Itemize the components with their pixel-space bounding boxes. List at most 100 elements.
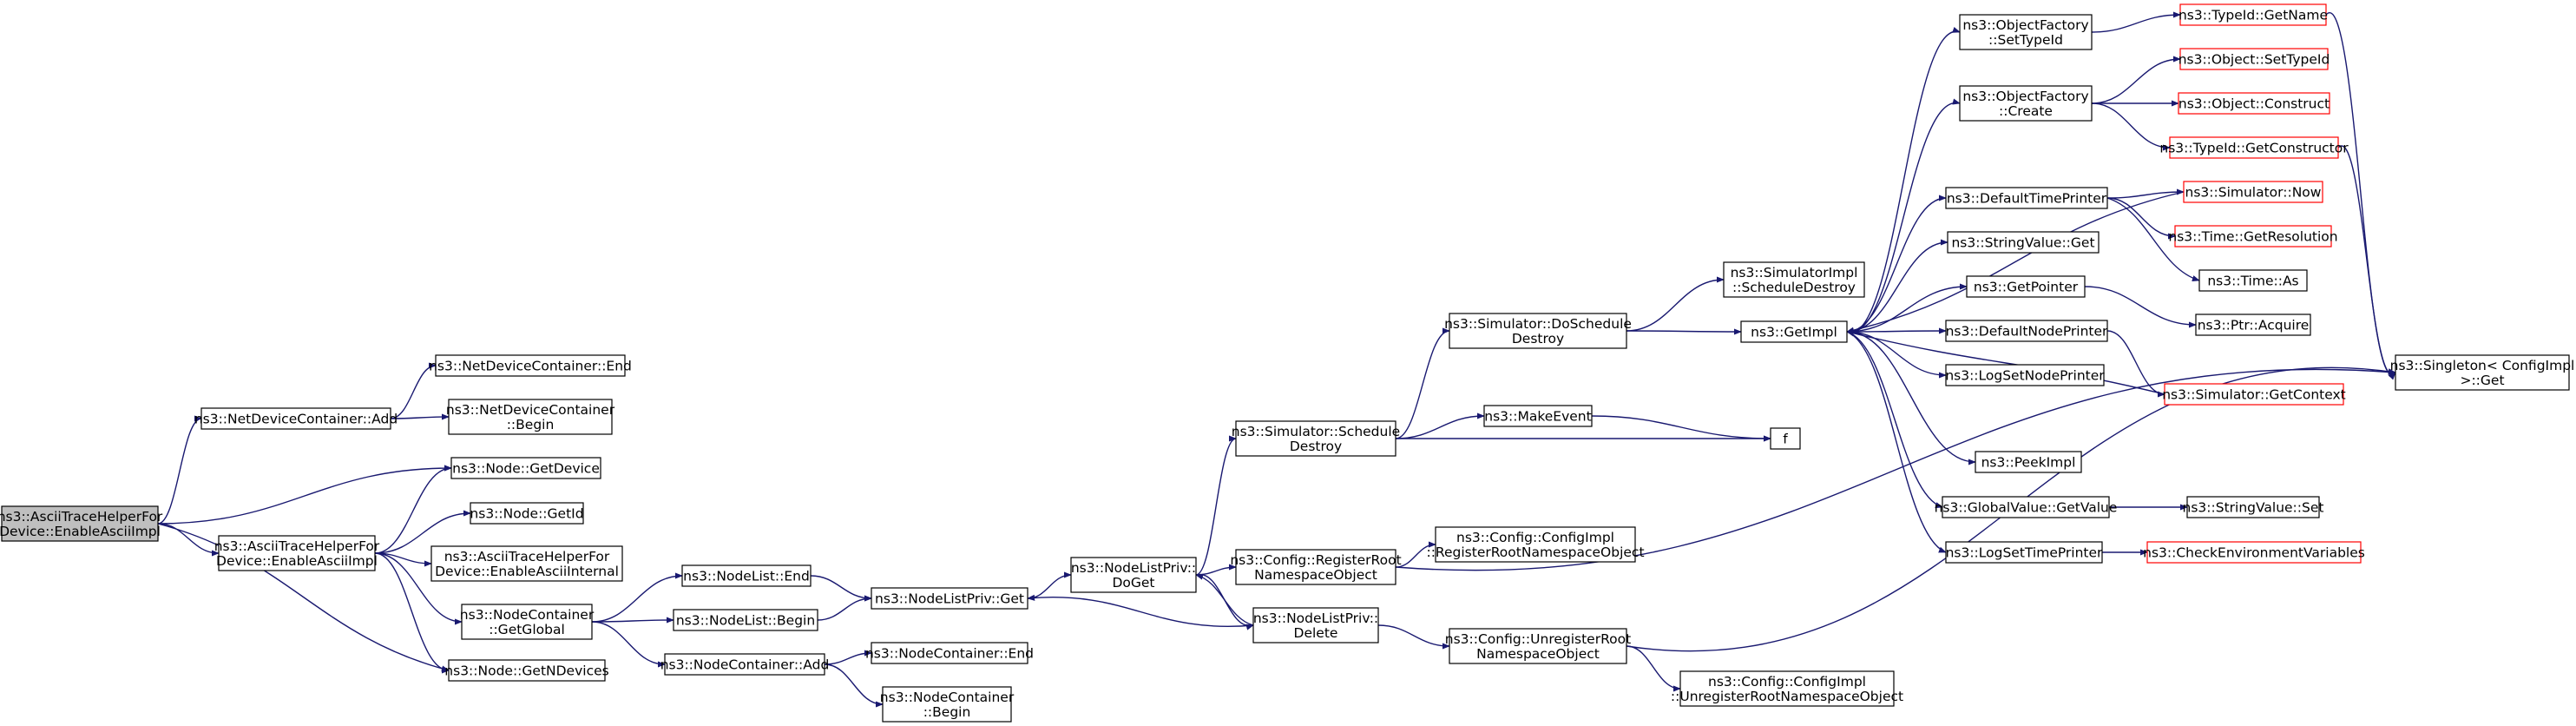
edges bbox=[157, 11, 2396, 708]
graph-node-of-settype[interactable]: ns3::ObjectFactory::SetTypeId bbox=[1959, 14, 2093, 50]
graph-node-lstp[interactable]: ns3::LogSetTimePrinter bbox=[1945, 541, 2103, 564]
graph-node-ndc-begin[interactable]: ns3::NetDeviceContainer::Begin bbox=[446, 399, 615, 435]
graph-node-tid-ctor[interactable]: ns3::TypeId::GetConstructor bbox=[2159, 136, 2349, 159]
edge-n-cfg-reg-to-n-cfgimpl-reg bbox=[1395, 541, 1436, 568]
graph-node-getimpl[interactable]: ns3::GetImpl bbox=[1740, 320, 1848, 343]
node-box bbox=[1449, 313, 1627, 349]
graph-node-simimpl-sched[interactable]: ns3::SimulatorImpl::ScheduleDestroy bbox=[1723, 261, 1865, 298]
edge-n-root-to-n-getdevice bbox=[157, 465, 452, 525]
node-label: ns3::NetDeviceContainer::End bbox=[429, 359, 632, 374]
graph-node-ptr-acq[interactable]: ns3::Ptr::Acquire bbox=[2195, 314, 2311, 336]
graph-node-ath-impl[interactable]: ns3::AsciiTraceHelperForDevice::EnableAs… bbox=[214, 535, 380, 571]
graph-node-sv-get[interactable]: ns3::StringValue::Get bbox=[1947, 231, 2100, 254]
graph-node-time-res[interactable]: ns3::Time::GetResolution bbox=[2168, 225, 2338, 248]
node-label: Device::EnableAsciiImpl bbox=[0, 524, 161, 539]
node-box bbox=[2146, 541, 2362, 564]
edge-n-nc-add-to-n-nc-end bbox=[824, 650, 872, 665]
graph-node-makeevent[interactable]: ns3::MakeEvent bbox=[1483, 405, 1593, 427]
node-label: ::ScheduleDestroy bbox=[1732, 280, 1856, 295]
node-label: ns3::NodeListPriv:: bbox=[1071, 560, 1196, 576]
edge-n-getimpl-to-n-of-create bbox=[1846, 98, 1961, 333]
edge-n-sim-sched-to-n-sim-dosched bbox=[1395, 327, 1450, 439]
node-label: ::GetGlobal bbox=[489, 622, 565, 637]
edge-n-nc-global-to-n-nl-begin bbox=[591, 617, 674, 624]
node-label: DoGet bbox=[1112, 575, 1154, 591]
node-box bbox=[435, 354, 626, 377]
node-box bbox=[2164, 383, 2344, 406]
edge-n-of-create-to-n-obj-settype bbox=[2091, 56, 2181, 104]
node-label: ns3::Time::GetResolution bbox=[2168, 229, 2337, 245]
graph-node-sim-now[interactable]: ns3::Simulator::Now bbox=[2183, 181, 2323, 203]
graph-node-nlp-get[interactable]: ns3::NodeListPriv::Get bbox=[871, 587, 1028, 610]
node-label: ns3::Object::Construct bbox=[2178, 96, 2330, 112]
graph-node-cfgimpl-reg[interactable]: ns3::Config::ConfigImpl::RegisterRootNam… bbox=[1426, 526, 1645, 563]
node-box bbox=[2198, 269, 2308, 292]
node-label: ns3::AsciiTraceHelperFor bbox=[0, 509, 163, 525]
graph-node-cfgimpl-unreg[interactable]: ns3::Config::ConfigImpl::UnregisterRootN… bbox=[1671, 670, 1903, 707]
graph-node-of-create[interactable]: ns3::ObjectFactory::Create bbox=[1959, 85, 2093, 122]
node-label: ns3::CheckEnvironmentVariables bbox=[2143, 545, 2365, 561]
graph-node-nl-end[interactable]: ns3::NodeList::End bbox=[681, 564, 812, 587]
graph-node-ndc-add[interactable]: ns3::NetDeviceContainer::Add bbox=[194, 407, 398, 430]
graph-node-cfg-unreg[interactable]: ns3::Config::UnregisterRootNamespaceObje… bbox=[1445, 628, 1631, 664]
graph-node-getdevice[interactable]: ns3::Node::GetDevice bbox=[450, 457, 601, 479]
graph-node-nc-add[interactable]: ns3::NodeContainer::Add bbox=[660, 653, 830, 676]
edge-n-of-create-to-n-tid-ctor bbox=[2091, 102, 2171, 151]
graph-node-sv-set[interactable]: ns3::StringValue::Set bbox=[2183, 496, 2324, 518]
graph-node-getpointer[interactable]: ns3::GetPointer bbox=[1966, 275, 2086, 298]
node-label: ns3::NodeList::Begin bbox=[676, 613, 815, 629]
node-label: ns3::NodeList::End bbox=[683, 569, 810, 584]
node-box bbox=[2179, 48, 2329, 70]
graph-node-getid[interactable]: ns3::Node::GetId bbox=[470, 502, 584, 525]
edge-n-of-settype-to-n-tid-name bbox=[2091, 11, 2181, 33]
graph-node-nc-global[interactable]: ns3::NodeContainer::GetGlobal bbox=[460, 604, 595, 640]
graph-node-checkenv[interactable]: ns3::CheckEnvironmentVariables bbox=[2143, 541, 2365, 564]
graph-node-nl-begin[interactable]: ns3::NodeList::Begin bbox=[673, 609, 818, 631]
node-label: ns3::NodeListPriv::Get bbox=[875, 591, 1024, 607]
edge-n-tid-ctor-to-n-singleton bbox=[2337, 145, 2396, 380]
graph-node-obj-construct[interactable]: ns3::Object::Construct bbox=[2178, 92, 2330, 115]
node-box bbox=[448, 399, 613, 435]
graph-node-peekimpl[interactable]: ns3::PeekImpl bbox=[1975, 451, 2082, 473]
graph-node-gv-get[interactable]: ns3::GlobalValue::GetValue bbox=[1935, 496, 2118, 518]
node-box bbox=[681, 564, 812, 587]
node-box bbox=[673, 609, 818, 631]
graph-node-nlp-doget[interactable]: ns3::NodeListPriv::DoGet bbox=[1070, 557, 1197, 593]
graph-node-nc-begin[interactable]: ns3::NodeContainer::Begin bbox=[880, 686, 1015, 723]
graph-node-f[interactable]: f bbox=[1770, 427, 1801, 450]
graph-node-dtp[interactable]: ns3::DefaultTimePrinter bbox=[1945, 187, 2108, 209]
node-box bbox=[1235, 549, 1396, 585]
node-label: ns3::AsciiTraceHelperFor bbox=[214, 538, 380, 554]
graph-node-ndc-end[interactable]: ns3::NetDeviceContainer::End bbox=[429, 354, 632, 377]
node-box bbox=[2178, 92, 2330, 115]
edge-n-getimpl-to-n-peekimpl bbox=[1846, 331, 1976, 465]
node-label: Device::EnableAsciiInternal bbox=[435, 564, 619, 579]
node-label: ns3::NodeContainer bbox=[880, 690, 1015, 705]
edge-n-makeevent-to-n-f bbox=[1591, 415, 1771, 442]
graph-node-singleton[interactable]: ns3::Singleton< ConfigImpl >::Get bbox=[2390, 354, 2575, 391]
node-box bbox=[1740, 320, 1848, 343]
graph-node-sim-sched[interactable]: ns3::Simulator::ScheduleDestroy bbox=[1232, 420, 1400, 457]
graph-node-tid-name[interactable]: ns3::TypeId::GetName bbox=[2178, 3, 2328, 26]
node-label: ns3::NetDeviceContainer bbox=[446, 402, 615, 418]
graph-node-cfg-reg[interactable]: ns3::Config::RegisterRootNamespaceObject bbox=[1230, 549, 1402, 585]
graph-node-time-as[interactable]: ns3::Time::As bbox=[2198, 269, 2308, 292]
graph-node-obj-settype[interactable]: ns3::Object::SetTypeId bbox=[2178, 48, 2330, 70]
node-box bbox=[664, 653, 825, 676]
graph-node-dnp[interactable]: ns3::DefaultNodePrinter bbox=[1945, 320, 2108, 342]
edge-n-dtp-to-n-time-as bbox=[2106, 197, 2200, 281]
node-box bbox=[2174, 225, 2332, 248]
node-box bbox=[2186, 496, 2320, 518]
node-box bbox=[1723, 261, 1865, 298]
node-box bbox=[1945, 541, 2103, 564]
graph-node-ath-int[interactable]: ns3::AsciiTraceHelperForDevice::EnableAs… bbox=[430, 545, 623, 582]
graph-node-sim-ctx[interactable]: ns3::Simulator::GetContext bbox=[2162, 383, 2346, 406]
graph-node-getndev[interactable]: ns3::Node::GetNDevices bbox=[444, 659, 609, 682]
graph-node-nc-end[interactable]: ns3::NodeContainer::End bbox=[865, 642, 1034, 664]
graph-node-lsnp[interactable]: ns3::LogSetNodePrinter bbox=[1945, 364, 2105, 386]
graph-node-nlp-del[interactable]: ns3::NodeListPriv::Delete bbox=[1252, 607, 1379, 644]
node-label: ns3::Config::ConfigImpl bbox=[1708, 674, 1866, 690]
edge-n-nl-end-to-n-nlp-get bbox=[810, 575, 872, 602]
node-label: ns3::ObjectFactory bbox=[1962, 89, 2088, 104]
